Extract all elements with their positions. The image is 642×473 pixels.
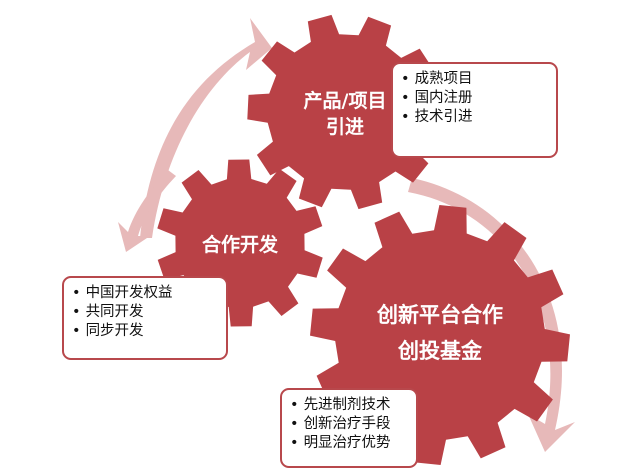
list-item: 同步开发 xyxy=(72,322,218,341)
arrow-left-down xyxy=(118,170,176,252)
arrow-right xyxy=(408,178,575,452)
list-item: 明显治疗优势 xyxy=(290,434,408,453)
gear-product-label-line1: 产品/项目 xyxy=(304,89,387,112)
box-product-items: 成熟项目 国内注册 技术引进 xyxy=(391,62,558,158)
box-cooperate-items: 中国开发权益 共同开发 同步开发 xyxy=(62,276,228,360)
gear-platform-label-line2: 创投基金 xyxy=(397,339,483,363)
list-item: 国内注册 xyxy=(401,89,548,108)
list-item: 创新治疗手段 xyxy=(290,415,408,434)
list-item: 技术引进 xyxy=(401,108,548,127)
gear-product-label-line2: 引进 xyxy=(326,116,364,138)
cycle-arrows xyxy=(118,18,575,452)
gear-platform-label-line1: 创新平台合作 xyxy=(376,303,503,327)
gear-cooperate-label: 合作开发 xyxy=(202,233,279,256)
list-item: 共同开发 xyxy=(72,303,218,322)
box-platform-items: 先进制剂技术 创新治疗手段 明显治疗优势 xyxy=(280,388,418,468)
list-item: 中国开发权益 xyxy=(72,284,218,303)
list-item: 成熟项目 xyxy=(401,70,548,89)
list-item: 先进制剂技术 xyxy=(290,396,408,415)
arrow-top-left xyxy=(140,18,272,238)
